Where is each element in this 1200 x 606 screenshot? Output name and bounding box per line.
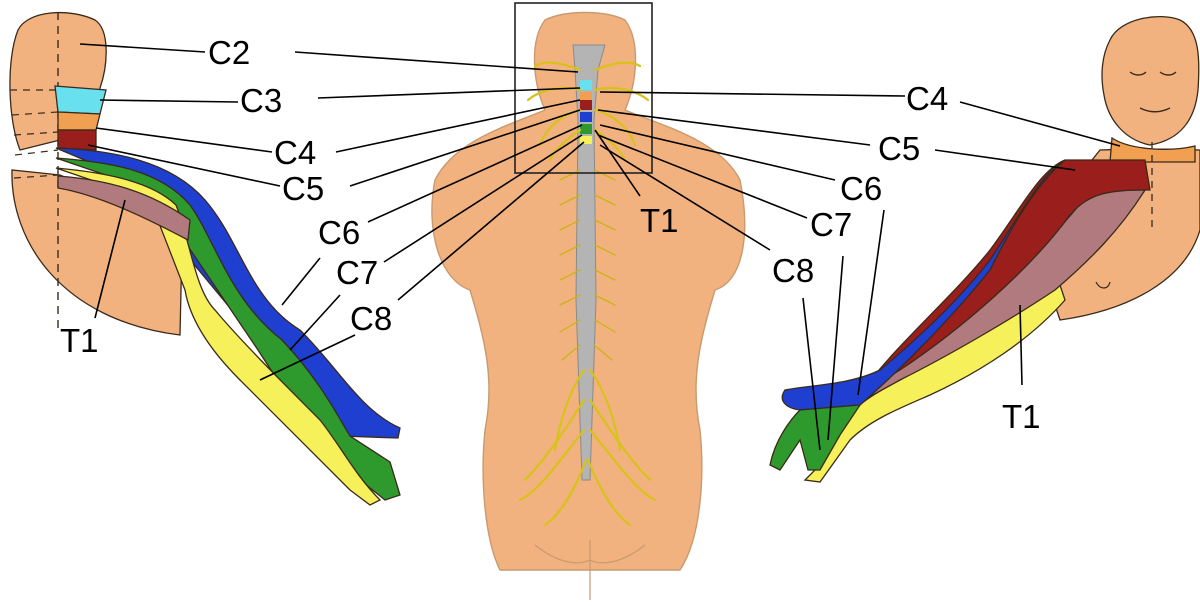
label-center-t1: T1: [640, 202, 679, 239]
nerve-roots: [518, 61, 657, 527]
label-right-t1: T1: [1002, 398, 1041, 435]
cord-segment-c7: [580, 124, 592, 134]
right-arm-c6: [781, 159, 1066, 411]
label-left-c7: C7: [336, 254, 378, 291]
right-figure: [769, 15, 1200, 483]
cord-segment-c5: [580, 100, 592, 110]
right-nipple-mark: [1095, 281, 1111, 289]
label-left-c2: C2: [208, 34, 250, 71]
label-left-t1: T1: [60, 322, 99, 359]
right-face: [1101, 15, 1200, 146]
leader-lines: [79, 43, 1121, 451]
label-left-c5: C5: [282, 170, 324, 207]
neck-inset-box: [514, 2, 653, 174]
left-band-c4: [57, 111, 101, 131]
label-left-c6: C6: [318, 214, 360, 251]
label-right-c6: C6: [840, 170, 882, 207]
label-right-c8: C8: [772, 252, 814, 289]
left-band-c3: [54, 85, 107, 115]
left-band-c5: [57, 129, 97, 151]
cord-segment-c6: [580, 112, 592, 122]
label-right-c4: C4: [906, 80, 948, 117]
right-band-c4: [1109, 136, 1196, 163]
label-left-c8: C8: [350, 300, 392, 337]
left-figure: [9, 11, 401, 506]
left-arm-c8: [55, 167, 382, 506]
label-left-c3: C3: [240, 82, 282, 119]
label-right-c5: C5: [878, 130, 920, 167]
right-eye-left: [1129, 71, 1147, 76]
right-arm-c7: [769, 404, 862, 471]
label-left-c4: C4: [274, 134, 316, 171]
right-mouth: [1139, 107, 1171, 113]
left-neck-dash-4: [14, 149, 59, 156]
right-eye-right: [1159, 71, 1177, 76]
spinal-column: [572, 44, 606, 481]
label-right-c7: C7: [810, 206, 852, 243]
cord-segment-c3: [580, 80, 592, 90]
dermatome-labels: C2 C3 C4 C5 C6 C7 C8 T1 T1 C4 C5 C6 C7 C…: [60, 34, 1041, 435]
left-arm-t1: [57, 175, 191, 242]
cord-segment-c8: [580, 136, 592, 144]
center-figure: [431, 2, 746, 600]
cord-segment-c4: [580, 92, 592, 100]
